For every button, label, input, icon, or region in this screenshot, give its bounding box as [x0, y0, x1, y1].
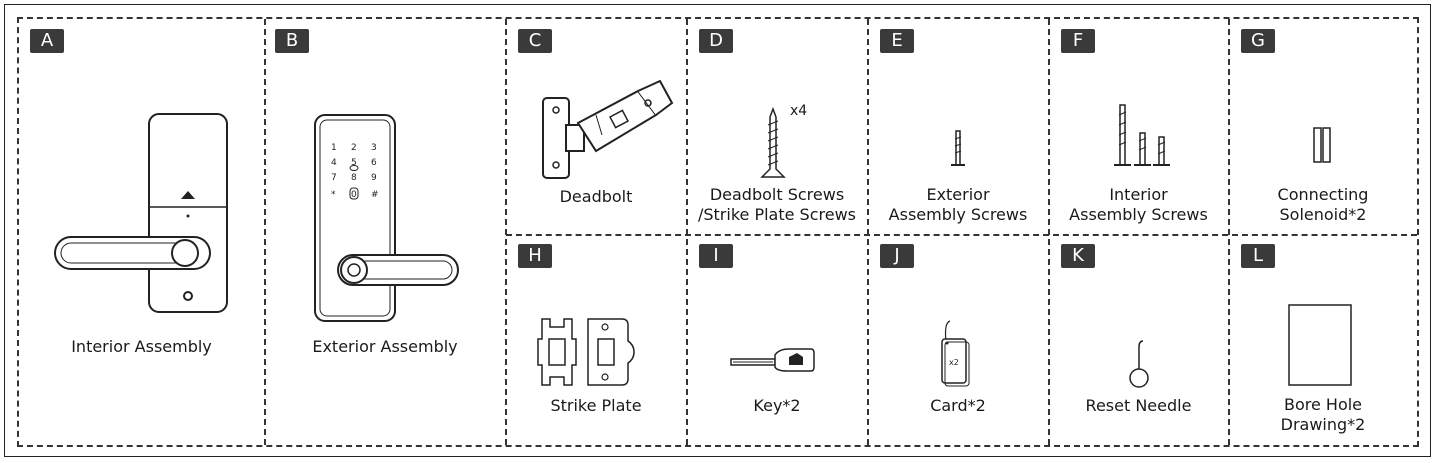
exterior-assembly-illustration: 1 2 3 4 5 6 7 8 9 * 0 #	[305, 113, 505, 328]
keypad-key: 1	[331, 143, 337, 153]
divider	[1048, 19, 1050, 445]
part-cell-l: L Bore Hole Drawing*2	[1229, 235, 1417, 445]
part-label: Deadbolt	[559, 187, 633, 206]
part-cell-f: F Interior Assembly Screws	[1049, 19, 1228, 234]
keypad-key: 4	[331, 158, 337, 168]
divider	[505, 19, 507, 445]
card-quantity: x2	[949, 358, 959, 367]
part-badge: D	[699, 29, 733, 53]
part-cell-i: I Key*2	[687, 235, 867, 445]
divider	[686, 19, 688, 445]
part-cell-b: B 1 2 3 4 5 6 7 8 9 * 0 # Exterior Assem…	[265, 19, 505, 445]
deadbolt-screw-icon	[761, 107, 785, 187]
part-badge: L	[1241, 244, 1275, 268]
part-label: Exterior Assembly Screws	[888, 185, 1028, 224]
part-cell-h: H Strike Plate	[506, 235, 686, 445]
interior-assembly-illustration	[49, 109, 249, 329]
bore-hole-drawing-icon	[1287, 303, 1353, 387]
part-badge: A	[30, 29, 64, 53]
quantity-label: x4	[790, 103, 808, 119]
deadbolt-illustration	[538, 63, 678, 183]
divider	[867, 19, 869, 445]
part-cell-e: E Exterior Assembly Screws	[868, 19, 1048, 234]
part-label: Deadbolt Screws /Strike Plate Screws	[697, 185, 856, 224]
keypad-key: 6	[371, 158, 377, 168]
part-badge: J	[880, 244, 914, 268]
part-badge: G	[1241, 29, 1275, 53]
part-cell-c: C Deadbolt	[506, 19, 686, 234]
interior-screws-icon	[1113, 103, 1173, 169]
part-badge: K	[1061, 244, 1095, 268]
part-badge: E	[880, 29, 914, 53]
part-label: Interior Assembly	[71, 337, 212, 356]
part-label: Interior Assembly Screws	[1069, 185, 1208, 224]
part-badge: C	[518, 29, 552, 53]
part-badge: F	[1061, 29, 1095, 53]
part-label: Strike Plate	[550, 396, 642, 415]
divider	[506, 234, 1417, 236]
outer-frame	[4, 4, 1431, 457]
exterior-screw-icon	[950, 129, 966, 169]
keypad-key: 9	[371, 173, 377, 183]
part-label: Connecting Solenoid*2	[1277, 185, 1369, 224]
keypad-key: *	[331, 190, 336, 200]
part-cell-g: G Connecting Solenoid*2	[1229, 19, 1417, 234]
divider	[264, 19, 266, 445]
keypad-key: 3	[371, 143, 377, 153]
part-cell-k: K Reset Needle	[1049, 235, 1228, 445]
keypad-key: 0	[351, 190, 357, 200]
solenoid-connector-icon	[1312, 126, 1332, 164]
key-icon	[729, 347, 815, 373]
reset-needle-icon	[1127, 339, 1151, 391]
strike-plate-illustration	[538, 317, 638, 387]
part-label: Key*2	[753, 396, 801, 415]
part-cell-a: A Interior Assembly	[19, 19, 264, 445]
part-cell-d: D x4 Deadbolt Screws /Strike Plate Screw…	[687, 19, 867, 234]
part-label: Card*2	[930, 396, 986, 415]
parts-grid	[17, 17, 1419, 447]
keypad-key: 5	[351, 158, 357, 168]
keypad-key: 8	[351, 173, 357, 183]
keypad-key: 2	[351, 143, 357, 153]
part-label: Reset Needle	[1085, 396, 1192, 415]
part-cell-j: J x2 Card*2	[868, 235, 1048, 445]
part-label: Bore Hole Drawing*2	[1280, 395, 1366, 434]
keypad-key: #	[371, 190, 379, 200]
part-label: Exterior Assembly	[312, 337, 458, 356]
part-badge: B	[275, 29, 309, 53]
divider	[1228, 19, 1230, 445]
part-badge: H	[518, 244, 552, 268]
part-badge: I	[699, 244, 733, 268]
keypad-key: 7	[331, 173, 337, 183]
card-icon: x2	[938, 319, 972, 387]
